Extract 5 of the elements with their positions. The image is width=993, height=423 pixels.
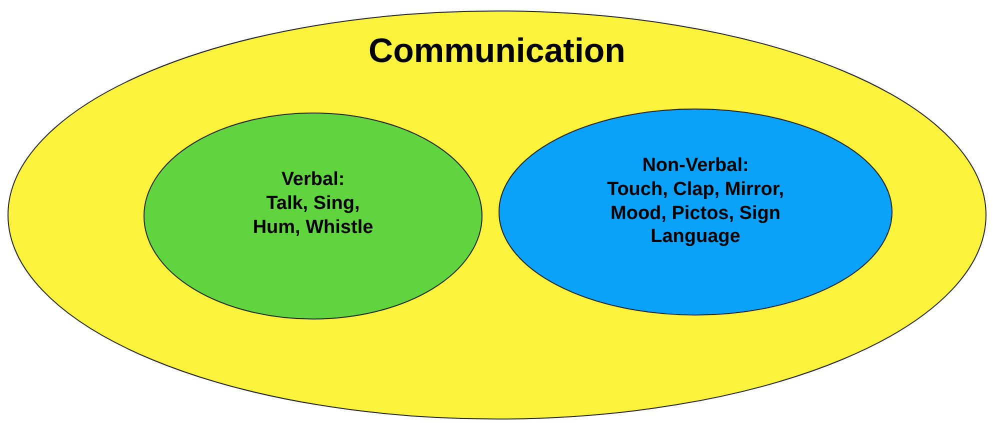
heading: Communication <box>368 31 626 72</box>
heading: Verbal: <box>281 168 345 192</box>
heading: Non-Verbal: <box>642 154 749 178</box>
item-list: Touch, Clap, Mirror, Mood, Pictos, Sign Language <box>596 178 796 249</box>
item-list: Talk, Sing, Hum, Whistle <box>243 192 383 240</box>
